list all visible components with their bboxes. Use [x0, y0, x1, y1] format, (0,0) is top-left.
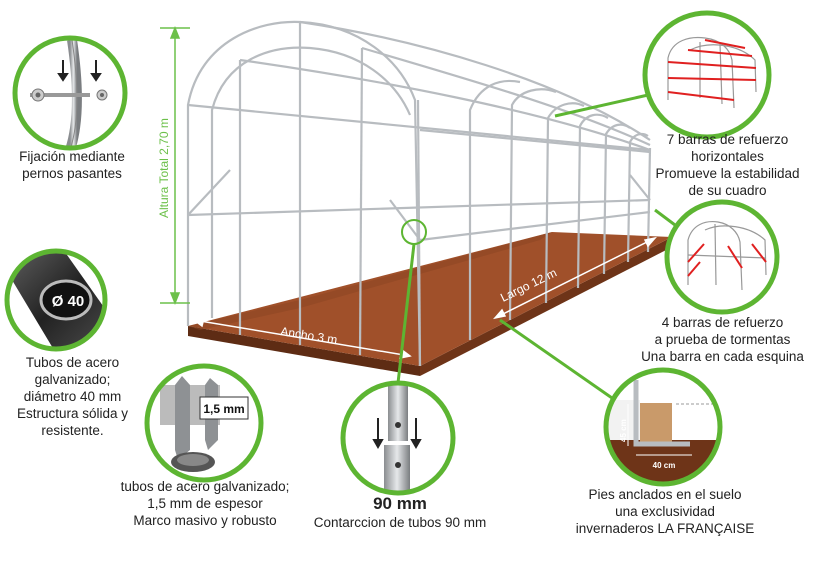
tube-caption-line: diámetro 40 mm — [23, 389, 122, 404]
storm-bars-caption-line: 4 barras de refuerzo — [661, 315, 784, 330]
callout-storm-bars — [664, 199, 780, 315]
front-arch — [186, 20, 422, 367]
tube-caption: Tubos de acero galvanizado; diámetro 40 … — [0, 354, 145, 439]
diameter-badge: Ø 40 — [52, 293, 85, 310]
tube-caption-line: resistente. — [41, 423, 104, 438]
callout-thickness: 1,5 mm — [144, 363, 264, 483]
thickness-caption-line: Marco masivo y robusto — [133, 513, 277, 528]
horizontal-bars-caption: 7 barras de refuerzo horizontales Promue… — [640, 131, 815, 199]
anchors-caption-line: una exclusividad — [615, 504, 715, 519]
height-label: Altura Total 2,70 m — [157, 118, 171, 218]
contraction-title: 90 mm — [373, 494, 427, 513]
down-arrow-icon — [372, 418, 422, 450]
callout-tube-diameter: Ø 40 — [4, 248, 108, 352]
callout-anchors: 45 cm 40 cm — [603, 367, 723, 487]
soil-shadow — [188, 232, 552, 330]
contraction-caption: 90 mm Contarccion de tubos 90 mm — [300, 494, 500, 531]
soil-bed — [188, 232, 672, 366]
anchor-width-label: 40 cm — [653, 461, 676, 470]
storm-bars-caption-line: a prueba de tormentas — [654, 332, 791, 347]
soil-side-left — [188, 326, 420, 376]
soil-side-right — [420, 237, 672, 376]
tube-caption-line: galvanizado; — [34, 372, 111, 387]
horizontal-bars-caption-line: Promueve la estabilidad — [655, 166, 800, 181]
horizontal-bars-caption-line: horizontales — [691, 149, 764, 164]
height-dimension — [160, 25, 190, 306]
thickness-caption-line: tubos de acero galvanizado; — [120, 479, 290, 494]
bolts-caption-line: Fijación mediante — [19, 149, 125, 164]
thickness-caption: tubos de acero galvanizado; 1,5 mm de es… — [95, 478, 315, 529]
anchor-height-label: 45 cm — [619, 419, 628, 442]
bolts-caption: Fijación mediante pernos pasantes — [2, 148, 142, 182]
tube-caption-line: Tubos de acero — [25, 355, 120, 370]
storm-bars-caption: 4 barras de refuerzo a prueba de torment… — [630, 314, 815, 365]
horizontal-bars-caption-line: de su cuadro — [688, 183, 767, 198]
greenhouse: Altura Total 2,70 m Ancho 3 m Largo 12 m — [157, 20, 672, 376]
callout-bolts — [12, 35, 128, 151]
anchors-caption-line: invernaderos LA FRANÇAISE — [575, 521, 755, 536]
contraction-caption-line: Contarccion de tubos 90 mm — [313, 515, 487, 530]
length-dimension — [492, 236, 658, 320]
connector-lines — [396, 91, 676, 400]
horizontal-bars-caption-line: 7 barras de refuerzo — [666, 132, 789, 147]
storm-bars-caption-line: Una barra en cada esquina — [641, 349, 804, 364]
thickness-badge: 1,5 mm — [203, 402, 244, 416]
callout-contraction — [340, 380, 456, 496]
thickness-caption-line: 1,5 mm de espesor — [147, 496, 263, 511]
down-arrow-icon — [57, 60, 102, 82]
anchors-caption: Pies anclados en el suelo una exclusivid… — [565, 486, 765, 537]
tube-caption-line: Estructura sólida y — [16, 406, 129, 421]
frame — [186, 20, 652, 367]
anchors-caption-line: Pies anclados en el suelo — [588, 487, 742, 502]
bolts-caption-line: pernos pasantes — [22, 166, 122, 181]
callout-horizontal-bars — [642, 10, 772, 140]
